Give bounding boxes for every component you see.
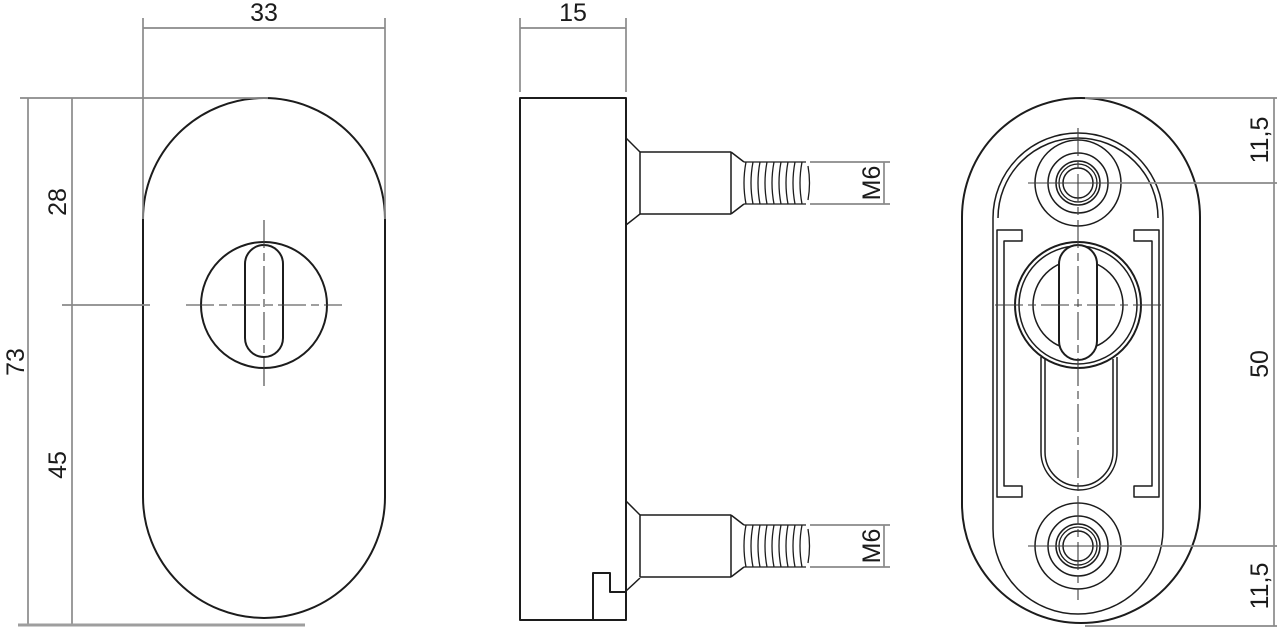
dim-front-center-to-bottom-label: 45 (44, 451, 72, 479)
back-centerlines (995, 128, 1162, 600)
side-view (519, 97, 811, 621)
front-dimension-lines (18, 18, 386, 627)
dim-top-thread-label: M6 (858, 166, 886, 201)
back-dimension-lines (1085, 97, 1277, 627)
side-bottom-thread (743, 524, 811, 568)
dim-back-hole-spacing-label: 50 (1246, 350, 1274, 378)
back-guard-tube (1040, 357, 1118, 491)
front-outline (142, 97, 386, 619)
dim-back-bottom-offset-label: 11,5 (1246, 563, 1274, 610)
dim-bottom-thread-label: M6 (858, 529, 886, 564)
side-clip-notch (592, 572, 626, 620)
side-bottom-stud (625, 500, 811, 592)
back-left-spring-clip (996, 229, 1023, 498)
side-top-stud (625, 137, 811, 226)
side-dimension-lines (519, 18, 890, 568)
back-view (961, 97, 1201, 624)
front-centerlines (186, 220, 342, 388)
front-view (142, 97, 386, 619)
dim-back-top-offset-label: 11,5 (1246, 117, 1274, 164)
back-right-spring-clip (1133, 229, 1160, 498)
dim-side-depth-label: 15 (559, 0, 587, 27)
dim-front-height-label: 73 (2, 348, 30, 376)
side-top-thread (743, 161, 811, 205)
back-outline (961, 97, 1201, 624)
dim-front-width-label: 33 (250, 0, 278, 27)
side-body-outline (519, 97, 627, 621)
dim-front-top-to-center-label: 28 (44, 188, 72, 216)
back-inner-plate (992, 218, 1164, 615)
